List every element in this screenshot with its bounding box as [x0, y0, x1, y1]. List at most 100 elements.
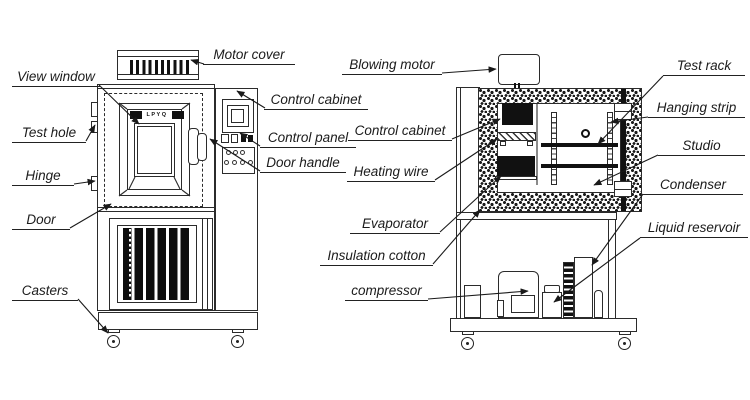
- label-door-handle: Door handle: [260, 155, 346, 173]
- caster-plate: [619, 331, 631, 335]
- brand-text: LPYQ: [146, 111, 168, 118]
- wall-anchor-block-bottom: [614, 181, 632, 197]
- leader-compressor: [427, 288, 529, 300]
- caster: [228, 329, 248, 352]
- leader-control-cabinet-left: [236, 90, 266, 109]
- leader-heating-wire: [434, 138, 498, 181]
- label-hanging-strip: Hanging strip: [648, 100, 745, 118]
- label-casters: Casters: [12, 283, 78, 301]
- leader-condenser: [591, 193, 644, 266]
- caster-hub: [623, 342, 626, 345]
- caster: [104, 329, 124, 352]
- knob: [240, 150, 245, 155]
- stand-rail: [456, 212, 617, 220]
- compressor-plate: [511, 295, 535, 313]
- label-door: Door: [12, 212, 70, 230]
- caster-plate: [232, 329, 244, 333]
- leader-door: [69, 203, 112, 229]
- anchor-split-line: [615, 188, 631, 190]
- label-view-window: View window: [12, 69, 100, 87]
- reservoir-lid: [544, 285, 560, 293]
- filter-drier: [594, 290, 603, 318]
- lower-panel-side-return: [202, 218, 208, 310]
- caster-plate: [462, 331, 474, 335]
- caster-hub: [466, 342, 469, 345]
- panel-button-1: [221, 134, 229, 143]
- label-heating-wire: Heating wire: [347, 164, 435, 182]
- leader-studio: [593, 154, 659, 186]
- hanging-strip-right: [607, 112, 613, 185]
- anchor-split-line: [615, 111, 631, 113]
- knob: [224, 160, 229, 165]
- leader-insulation-cotton: [432, 209, 481, 265]
- motor-cover-lid-line: [117, 50, 199, 57]
- vent-grille-dashed-line: [129, 229, 131, 299]
- condenser-body: [574, 257, 593, 318]
- label-blowing-motor: Blowing motor: [342, 57, 442, 75]
- motor-cover-base-line: [117, 74, 199, 80]
- label-liquid-reservoir: Liquid reservoir: [640, 220, 748, 238]
- base-plate-right-machine: [450, 318, 637, 332]
- label-hinge: Hinge: [12, 168, 74, 186]
- door-bottom-rail: [97, 207, 215, 212]
- caster-hub: [236, 340, 239, 343]
- label-studio: Studio: [658, 138, 745, 156]
- test-rack-shelf: [541, 143, 618, 147]
- caster-hub: [112, 340, 115, 343]
- panel-button-2: [231, 134, 238, 143]
- leader-liquid-reservoir: [553, 237, 641, 303]
- panel-button-4: [248, 135, 253, 142]
- sensor-ring: [581, 129, 590, 138]
- base-plate-left-machine: [98, 312, 258, 330]
- leader-view-window: [98, 84, 140, 125]
- leader-door-handle: [209, 138, 261, 172]
- leader-hinge: [73, 178, 96, 186]
- label-control-panel: Control panel: [260, 130, 356, 148]
- brand-block-right: [171, 110, 184, 119]
- evaporator-coil: [497, 156, 535, 176]
- heater-leg: [500, 141, 506, 146]
- hanging-strip-left: [551, 112, 557, 185]
- label-control-cabinet-left: Control cabinet: [264, 92, 368, 110]
- internal-control-unit: [502, 103, 533, 125]
- leader-blowing-motor: [441, 66, 497, 74]
- label-motor-cover: Motor cover: [203, 47, 295, 65]
- brand-block-left: [130, 110, 142, 119]
- front-frame-leg-left: [456, 88, 461, 318]
- knob: [240, 160, 245, 165]
- label-test-rack: Test rack: [663, 58, 745, 76]
- label-test-hole: Test hole: [12, 125, 86, 143]
- knob: [233, 150, 238, 155]
- label-evaporator: Evaporator: [350, 216, 440, 234]
- aux-box: [464, 285, 481, 318]
- leader-test-rack: [597, 75, 664, 145]
- compressor-foot: [497, 300, 504, 317]
- stand-leg-right: [608, 220, 616, 318]
- caster: [458, 331, 478, 354]
- window-glass: [134, 123, 175, 177]
- leader-motor-cover: [190, 59, 205, 66]
- condenser-fins: [563, 262, 574, 318]
- caster: [615, 331, 635, 354]
- heating-wire-element: [497, 132, 536, 141]
- door-handle-grip: [197, 133, 207, 161]
- screen-inner: [231, 109, 244, 123]
- test-rack-shelf: [541, 164, 618, 168]
- leader-casters: [77, 298, 109, 334]
- leader-control-cabinet-right: [451, 118, 501, 140]
- hinge-top-tab: [91, 102, 98, 117]
- window-bevel-lines: [118, 102, 191, 197]
- heater-leg: [527, 141, 533, 146]
- cabinet-top-inner-line: [97, 84, 215, 89]
- frame-top-connector: [456, 87, 480, 89]
- wall-anchor-block-top: [614, 103, 632, 120]
- knob: [232, 160, 237, 165]
- leader-test-hole: [85, 124, 96, 142]
- window-glass-inner-line: [137, 126, 172, 174]
- leader-hanging-strip: [610, 116, 649, 125]
- leader-evaporator: [439, 175, 502, 233]
- vent-grille: [123, 228, 189, 300]
- brand-strip: LPYQ: [130, 110, 184, 119]
